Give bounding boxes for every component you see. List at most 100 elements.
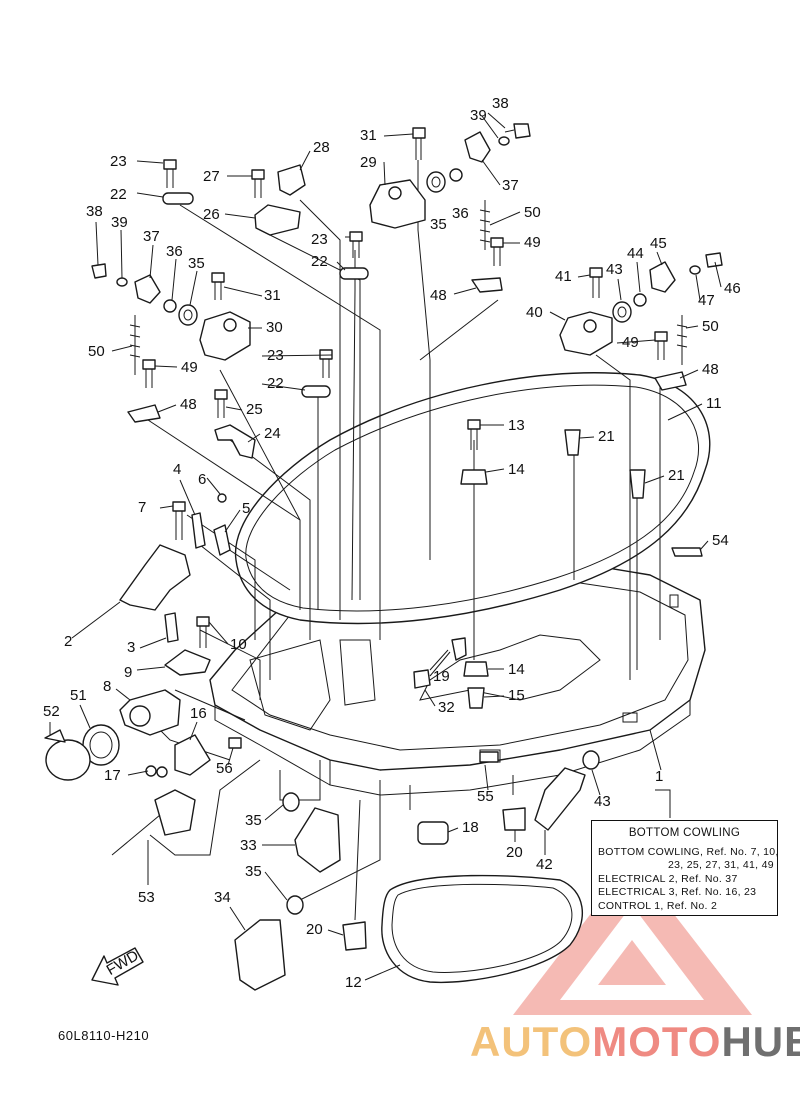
callout-label: 17 [104,767,121,784]
callout-label: 13 [508,417,525,434]
callout-label: 35 [245,863,262,880]
part-39-washer-left [116,277,128,287]
part-55-label [479,751,499,763]
callout-label: 23 [110,153,127,170]
cowling-seal-ring [234,372,711,625]
watermark-text: AUTOMOTOHUB [470,1018,800,1066]
callout-label: 14 [508,661,525,678]
part-2-lever [119,544,191,611]
part-48-plate-left [127,404,161,423]
part-41-bolt [589,267,603,298]
callout-label: 50 [524,204,541,221]
part-35-collar-low [282,792,300,812]
part-50-spring [479,200,491,250]
part-48-plate-right [654,371,687,391]
callout-label: 37 [143,228,160,245]
callout-label: 10 [230,636,247,653]
part-46-bolt [705,252,723,268]
legend-line: BOTTOM COWLING, Ref. No. 7, 10, [598,845,779,858]
callout-label: 56 [216,760,233,777]
part-17-clips [145,765,168,778]
callout-label: 19 [433,668,450,685]
part-23-bolt-mid [349,231,363,258]
part-20-plug-low [342,921,367,951]
callout-label: 24 [264,425,281,442]
part-18-pad [417,821,449,845]
callout-label: 48 [180,396,197,413]
part-29-holder [369,179,426,229]
callout-label: 36 [452,205,469,222]
callout-label: 18 [462,819,479,836]
part-47-washer [689,265,701,275]
part-50-spring-left [129,315,141,375]
callout-label: 25 [246,401,263,418]
callout-labels: 38 39 31 23 28 29 27 37 22 36 35 26 50 2… [43,95,741,991]
part-3-clip [164,612,179,643]
callout-label: 50 [88,343,105,360]
part-54-label [671,547,703,557]
callout-label: 6 [198,471,206,488]
legend-line: ELECTRICAL 2, Ref. No. 37 [598,872,738,885]
part-49-bolt-right [654,331,668,360]
callout-label: 1 [655,768,663,785]
legend-title: BOTTOM COWLING [628,827,741,839]
callout-label: 42 [536,856,553,873]
callout-label: 48 [702,361,719,378]
part-35-collar-left [178,304,198,326]
part-36-grommet [449,168,463,182]
watermark-part: AUTO [470,1018,593,1065]
part-19-screw [451,637,467,661]
callout-label: 50 [702,318,719,335]
callout-label: 49 [524,234,541,251]
fwd-arrow-icon: FWD [91,947,144,986]
part-14-grommet-low [463,661,489,677]
callout-label: 49 [181,359,198,376]
callout-label: 35 [188,255,205,272]
callout-label: 22 [267,375,284,392]
part-43-collar-low [582,750,600,770]
callout-label: 9 [124,664,132,681]
callout-label: 4 [173,461,181,478]
callout-label: 2 [64,633,72,650]
part-40-holder [559,311,613,356]
part-31-bolt [412,127,426,160]
callout-label: 12 [345,974,362,991]
callout-label: 5 [242,500,250,517]
part-35-collar [426,171,446,193]
callout-label: 22 [110,186,127,203]
legend-line: CONTROL 1, Ref. No. 2 [598,899,718,912]
callout-label: 38 [492,95,509,112]
callout-label: 31 [264,287,281,304]
part-36-grommet-left [163,299,177,313]
watermark-part: MOTO [592,1018,722,1065]
part-49-bolt-left [142,359,156,388]
callout-label: 20 [306,921,323,938]
callout-label: 35 [430,216,447,233]
callout-label: 3 [127,639,135,656]
part-38-bolt-left [91,263,107,279]
callout-label: 52 [43,703,60,720]
part-25-bolt [214,389,228,418]
part-21-plug [564,429,581,456]
callout-label: 39 [111,214,128,231]
part-15-collar [467,687,485,709]
part-37-bracket [464,131,491,163]
part-43-collar [612,301,632,323]
callout-label: 30 [266,319,283,336]
part-30-holder [199,311,251,361]
diagram-code: 60L8110-H210 [58,1028,149,1043]
callout-label: 34 [214,889,231,906]
part-22-plate-mid [339,267,369,280]
watermark-logo [513,860,752,1015]
watermark-part: HUB [721,1018,800,1065]
callout-label: 40 [526,304,543,321]
part-4-clip [191,512,206,549]
callout-label: 33 [240,837,257,854]
part-44-grommet [633,293,647,307]
callout-label: 35 [245,812,262,829]
part-27-bolt [251,169,265,198]
part-10-bolt [196,616,210,648]
part-35-collar-lower [286,895,304,915]
callout-label: 22 [311,253,328,270]
